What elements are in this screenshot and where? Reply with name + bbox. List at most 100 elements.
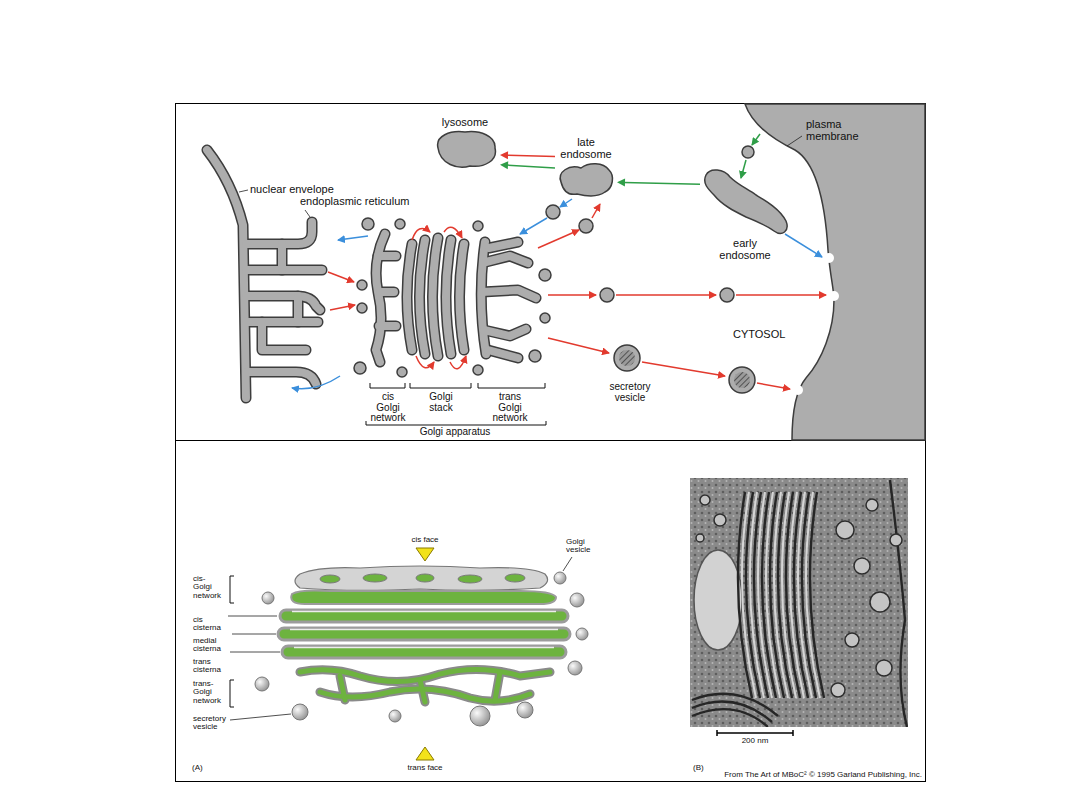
scale-bar: [792, 730, 794, 736]
golgi-3d-drawing: [255, 677, 269, 691]
leader-line: [232, 634, 276, 635]
part-label: CYTOSOL: [733, 329, 785, 341]
arrow-head: [500, 161, 508, 169]
electron-micrograph: [690, 478, 908, 727]
transport-vesicle: [540, 313, 550, 323]
electron-micrograph: [890, 534, 902, 546]
organelle-shape: [430, 128, 500, 170]
arrow-line: [624, 182, 700, 184]
plasma-membrane: [793, 385, 803, 395]
part-label: nuclear envelope: [250, 184, 334, 196]
golgi-3d-drawing: [292, 611, 556, 613]
electron-micrograph: [696, 495, 902, 697]
blue-pathway-arrow: [560, 199, 572, 207]
arrow-head: [500, 151, 508, 159]
organelle: lysosome: [430, 116, 500, 170]
part-label: trans face: [407, 764, 442, 772]
organelle: early endosome: [700, 165, 790, 261]
transport-vesicle: [362, 218, 374, 230]
organelle-outline: [560, 164, 612, 196]
part-label: trans-Golgi network: [193, 680, 221, 705]
arrow-line: [507, 165, 555, 168]
part-label: (B): [693, 764, 704, 772]
transport-vesicle: [357, 280, 367, 290]
golgi-3d-drawing: [568, 661, 582, 675]
transport-vesicle: [395, 219, 405, 229]
part-label: Golgi stack: [429, 392, 452, 413]
scale-bar: [717, 730, 793, 736]
transport-vesicle: [529, 350, 541, 362]
golgi-3d-drawing: [554, 572, 566, 584]
er-and-golgi-tubes: [207, 150, 536, 398]
golgi-3d-drawing: [295, 566, 548, 590]
blue-pathway-arrow: [520, 218, 547, 234]
electron-micrograph: [836, 521, 854, 539]
transport-vesicle: [473, 365, 483, 375]
plasma-membrane: [745, 104, 925, 440]
part-label: cis Golgi network: [370, 392, 405, 424]
transport-vesicle: [473, 221, 483, 231]
golgi-3d-drawing: [290, 612, 558, 648]
electron-micrograph: [692, 480, 907, 727]
golgi-3d-drawing: [458, 575, 482, 583]
transport-vesicle: [546, 205, 560, 219]
transport-arrow: [500, 161, 555, 169]
part-label: From The Art of MBoC² © 1995 Garland Pub…: [724, 771, 922, 779]
panel-frame: [176, 104, 926, 782]
leader-line: [230, 714, 291, 720]
golgi-3d-drawing: [255, 566, 588, 726]
transport-arrow: [617, 178, 700, 186]
part-label: Golgi apparatus: [420, 427, 491, 438]
bracket: [478, 383, 545, 388]
electron-micrograph: [696, 534, 704, 542]
leader-line: [228, 136, 802, 720]
part-label: medial cisterna: [193, 637, 221, 654]
part-label: cis-Golgi network: [193, 575, 221, 600]
organelle-outline: [705, 170, 787, 233]
part-label: secretory vesicle: [193, 715, 226, 732]
electron-micrograph: [866, 499, 878, 511]
golgi-3d-drawing: [576, 628, 588, 640]
organelle-shape: [555, 160, 617, 200]
arrow-line: [507, 155, 555, 156]
golgi-3d-drawing: [290, 629, 558, 631]
scale-bar: [717, 732, 793, 734]
golgi-3d-drawing: [470, 706, 490, 726]
blue-pathway-arrow: [292, 376, 340, 389]
part-label: cis cisterna: [193, 616, 221, 633]
golgi-3d-drawing: [278, 628, 570, 640]
red-pathway-arrow: [642, 362, 725, 376]
electron-micrograph: [810, 492, 824, 698]
electron-micrograph: [692, 709, 768, 727]
transport-vesicle: [600, 288, 614, 302]
red-pathway-arrow: [548, 338, 609, 353]
electron-micrograph: [845, 633, 859, 647]
electron-micrograph: [870, 592, 890, 612]
red-pathway-arrow: [328, 272, 354, 282]
red-pathway-arrow: [450, 356, 466, 369]
blue-pathway-arrow: [338, 236, 368, 240]
er-and-golgi-tubes: [207, 150, 536, 398]
red-pathway-arrow: [616, 294, 716, 296]
golgi-3d-drawing: [291, 590, 556, 604]
golgi-3d-drawing: [300, 669, 550, 702]
leader-line: [787, 136, 802, 146]
golgi-3d-drawing: [570, 593, 584, 607]
transport-vesicle: [357, 303, 367, 313]
leader-line: [228, 616, 277, 617]
golgi-3d-drawing: [262, 592, 274, 604]
electron-micrograph: [854, 558, 870, 574]
red-pathway-arrow: [757, 383, 790, 389]
organelle-label: late endosome: [560, 136, 611, 160]
part-label: secretory vesicle: [609, 382, 650, 403]
leader-line: [563, 557, 572, 571]
transport-vesicle: [354, 146, 754, 377]
electron-micrograph: [831, 683, 845, 697]
golgi-3d-drawing: [389, 710, 401, 722]
transport-vesicle: [539, 269, 551, 281]
secretory-vesicle-shape: [734, 372, 750, 388]
plasma-membrane: [824, 253, 834, 263]
electron-micrograph: [692, 694, 778, 716]
